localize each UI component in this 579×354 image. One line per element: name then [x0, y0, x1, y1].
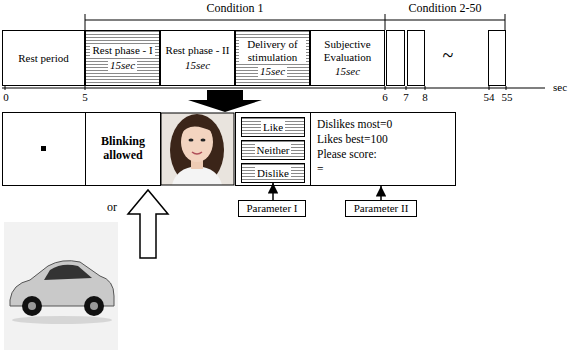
- node-text: Delivery of stimulation: [239, 38, 306, 63]
- axis-tick: [385, 86, 386, 90]
- answer-button: Neither: [241, 140, 305, 160]
- photo-ground: [161, 113, 234, 185]
- alternative-label: or: [107, 201, 117, 214]
- answer-button: Dislike: [241, 163, 305, 183]
- axis-label: 54: [484, 91, 495, 103]
- axis-label: 5: [82, 91, 88, 103]
- bracket-tick: [505, 14, 506, 30]
- node-text: 15sec: [258, 65, 287, 78]
- node-text: Rest phase - I: [90, 44, 154, 57]
- eye: [201, 139, 206, 142]
- phase-box: Delivery of stimulation 15sec: [235, 30, 310, 86]
- node-text: =: [317, 162, 324, 177]
- bracket-tick: [85, 14, 86, 30]
- axis-tick: [489, 86, 490, 90]
- node-text: Blinking allowed: [89, 135, 157, 163]
- face-photo: [161, 113, 234, 185]
- hollow-arrow: [128, 190, 168, 258]
- node-text: 15sec: [335, 65, 360, 78]
- car-wheel: [22, 296, 42, 316]
- car-window: [44, 265, 92, 280]
- fixation-cell: [3, 113, 86, 186]
- node-text: Like: [261, 121, 285, 134]
- fringe: [181, 121, 213, 134]
- wheel-hub: [28, 302, 36, 310]
- node-text: Parameter I: [247, 202, 298, 215]
- node-text: Dislikes most=0: [317, 117, 392, 132]
- phase-box: Rest phase - II 15sec: [160, 30, 235, 86]
- parameter-arrow: [380, 186, 382, 200]
- car-shadow: [12, 316, 112, 324]
- button-panel: [236, 113, 311, 186]
- phase-box: Rest phase - I 15sec: [85, 30, 160, 86]
- axis-label: 8: [422, 91, 428, 103]
- parameter-box: Parameter II: [345, 200, 417, 217]
- eye: [189, 139, 194, 142]
- ellipsis-mark: ~: [443, 44, 454, 66]
- condition-box: [408, 31, 425, 86]
- node-text: Likes best=100: [317, 132, 388, 147]
- mouth: [192, 152, 202, 154]
- node-text: Please score:: [317, 147, 377, 162]
- node-text: Neither: [255, 144, 292, 157]
- time-axis: [2, 87, 545, 88]
- axis-tick: [425, 86, 426, 90]
- bracket-line: [385, 20, 505, 21]
- condition-box: [387, 31, 405, 86]
- axis-label: 7: [403, 91, 409, 103]
- axis-label: 55: [502, 91, 513, 103]
- parameter-arrow: [272, 183, 274, 200]
- axis-tick: [406, 86, 407, 90]
- photo-frame: [161, 113, 234, 185]
- axis-label: sec: [553, 81, 567, 93]
- axis-tick: [5, 86, 6, 90]
- node-text: Parameter II: [354, 202, 409, 215]
- score-box: Dislikes most=0Likes best=100Please scor…: [310, 112, 456, 186]
- parameter-box: Parameter I: [238, 200, 306, 217]
- axis-label: 6: [382, 91, 388, 103]
- instruction-box: Blinking allowed: [85, 112, 161, 186]
- node-text: Rest phase - II: [166, 44, 230, 57]
- answer-button: Like: [241, 117, 305, 137]
- car-photo: [4, 222, 118, 350]
- bracket-line: [85, 20, 385, 21]
- bracket-tick: [385, 14, 386, 30]
- node-text: Subjective Evaluation: [314, 38, 381, 63]
- axis-tick: [85, 86, 86, 90]
- axis-tick: [506, 86, 507, 90]
- wheel-hub: [90, 302, 98, 310]
- hair: [170, 114, 224, 185]
- condition-label: Condition 1: [206, 2, 263, 15]
- condition-label: Condition 2-50: [408, 2, 481, 15]
- phase-box: Subjective Evaluation 15sec: [310, 30, 385, 86]
- block-arrow: [188, 90, 262, 112]
- fixation-dot: [41, 146, 46, 151]
- car-wheel: [84, 296, 104, 316]
- node-text: Rest period: [18, 52, 68, 65]
- face: [181, 122, 213, 162]
- condition-box: [489, 31, 506, 86]
- node-text: Dislike: [255, 167, 291, 180]
- photo-ground: [4, 222, 118, 350]
- condition-bracket: [85, 14, 505, 30]
- axis-label: 0: [3, 91, 9, 103]
- node-text: 15sec: [185, 59, 210, 72]
- period-box: Rest period: [2, 30, 85, 86]
- node-text: 15sec: [108, 59, 137, 72]
